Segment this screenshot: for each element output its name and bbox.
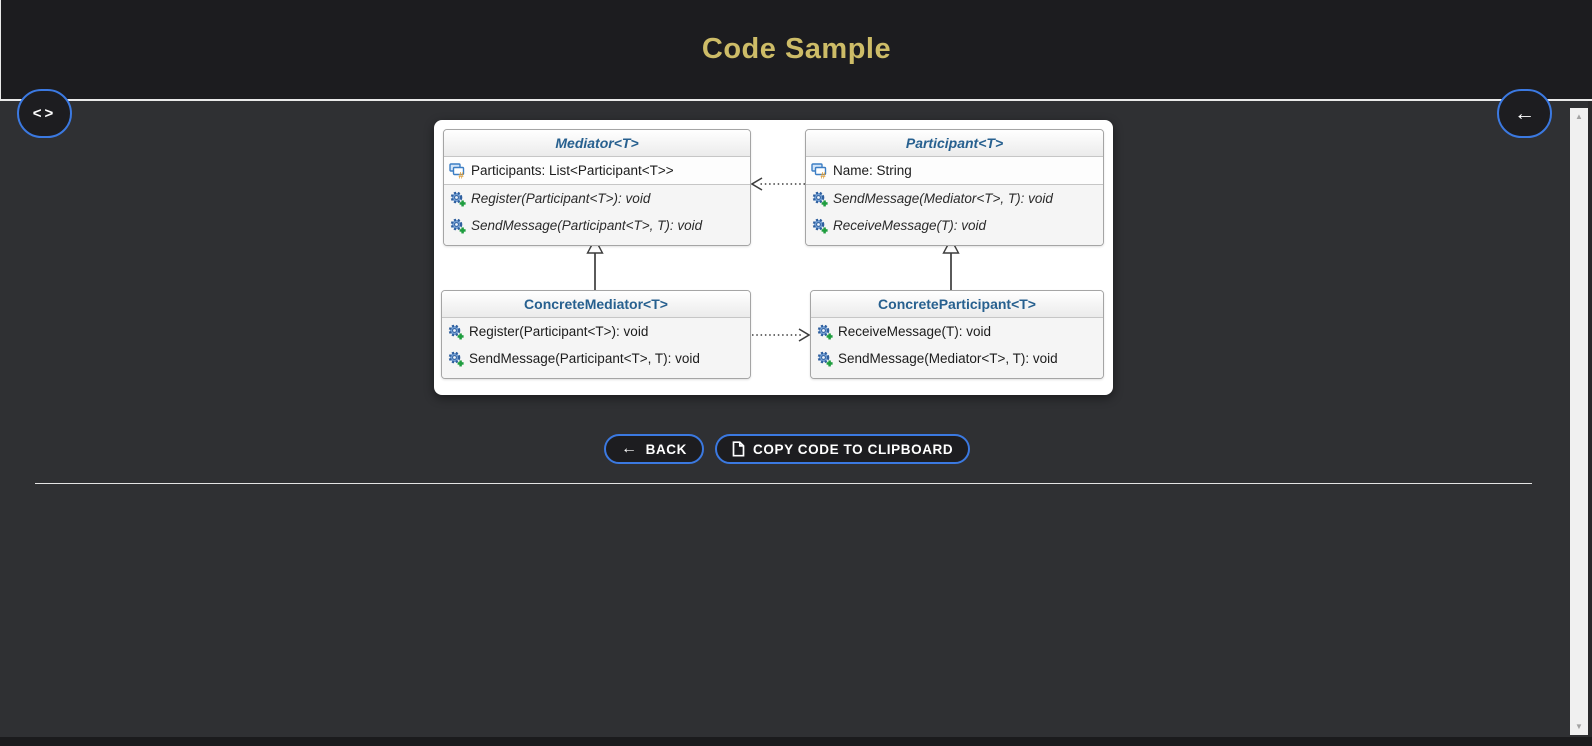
- class-title: ConcreteParticipant<T>: [811, 291, 1103, 318]
- public-method-icon: [450, 191, 466, 207]
- class-methods: ReceiveMessage(T): void SendMessage(Medi…: [811, 318, 1103, 378]
- class-methods: Register(Participant<T>): void SendMessa…: [442, 318, 750, 378]
- scroll-down-icon: ▼: [1575, 722, 1583, 731]
- method-row: SendMessage(Participant<T>, T): void: [444, 212, 750, 239]
- class-title: Participant<T>: [806, 130, 1103, 157]
- copy-code-button[interactable]: COPY CODE TO CLIPBOARD: [715, 434, 971, 464]
- method-row: SendMessage(Mediator<T>, T): void: [811, 345, 1103, 372]
- uml-diagram-panel: Mediator dotted dependency --> Mediator …: [434, 120, 1113, 395]
- inheritance-arrow-concretemediator: [586, 237, 604, 290]
- svg-text:#: #: [459, 171, 465, 179]
- class-title: ConcreteMediator<T>: [442, 291, 750, 318]
- header: Code Sample: [0, 0, 1592, 101]
- public-method-icon: [817, 351, 833, 367]
- method-row: Register(Participant<T>): void: [444, 185, 750, 212]
- method-row: ReceiveMessage(T): void: [806, 212, 1103, 239]
- public-method-icon: [450, 218, 466, 234]
- public-method-icon: [812, 218, 828, 234]
- class-box-concreteparticipant: ConcreteParticipant<T> ReceiveMessage(T)…: [810, 290, 1104, 379]
- bottom-edge-strip: [0, 737, 1592, 746]
- back-button-label: BACK: [645, 441, 688, 457]
- copy-document-icon: [732, 441, 745, 457]
- class-methods: SendMessage(Mediator<T>, T): void Receiv…: [806, 185, 1103, 245]
- vertical-scrollbar[interactable]: ▲ ▼: [1570, 108, 1588, 735]
- method-row: ReceiveMessage(T): void: [811, 318, 1103, 345]
- back-arrow-icon: ←: [621, 440, 638, 457]
- class-attributes: # Participants: List<Participant<T>>: [444, 157, 750, 185]
- page-title: Code Sample: [701, 33, 892, 65]
- back-arrow-icon: ←: [1514, 102, 1535, 125]
- protected-field-icon: #: [811, 163, 827, 179]
- view-code-button[interactable]: <>: [17, 89, 72, 138]
- dependency-arrow-concretemediator-to-concreteparticipant: [752, 328, 811, 342]
- class-title: Mediator<T>: [444, 130, 750, 157]
- scrollbar-up-button[interactable]: ▲: [1570, 108, 1588, 125]
- scroll-up-icon: ▲: [1575, 112, 1583, 121]
- public-method-icon: [812, 191, 828, 207]
- code-brackets-icon: <>: [32, 105, 57, 122]
- class-box-participant: Participant<T> # Name: String: [805, 129, 1104, 246]
- back-fab-button[interactable]: ←: [1497, 89, 1552, 138]
- inheritance-arrow-concreteparticipant: [942, 237, 960, 290]
- method-row: Register(Participant<T>): void: [442, 318, 750, 345]
- attribute-row: # Name: String: [806, 157, 1103, 184]
- svg-text:#: #: [821, 171, 827, 179]
- horizontal-divider: [35, 483, 1532, 484]
- right-edge-strip: [1588, 101, 1592, 746]
- scrollbar-down-button[interactable]: ▼: [1570, 718, 1588, 735]
- class-methods: Register(Participant<T>): void SendMessa…: [444, 185, 750, 245]
- public-method-icon: [448, 324, 464, 340]
- action-bar: ← BACK COPY CODE TO CLIPBOARD: [604, 434, 971, 464]
- public-method-icon: [817, 324, 833, 340]
- method-row: SendMessage(Participant<T>, T): void: [442, 345, 750, 372]
- dependency-arrow-participant-to-mediator: [750, 177, 805, 191]
- class-attributes: # Name: String: [806, 157, 1103, 185]
- class-box-mediator: Mediator<T> # Participants: List<Partici…: [443, 129, 751, 246]
- copy-code-button-label: COPY CODE TO CLIPBOARD: [753, 441, 954, 457]
- class-box-concretemediator: ConcreteMediator<T> Register(Participant…: [441, 290, 751, 379]
- public-method-icon: [448, 351, 464, 367]
- attribute-row: # Participants: List<Participant<T>>: [444, 157, 750, 184]
- protected-field-icon: #: [449, 163, 465, 179]
- back-button[interactable]: ← BACK: [604, 434, 705, 464]
- method-row: SendMessage(Mediator<T>, T): void: [806, 185, 1103, 212]
